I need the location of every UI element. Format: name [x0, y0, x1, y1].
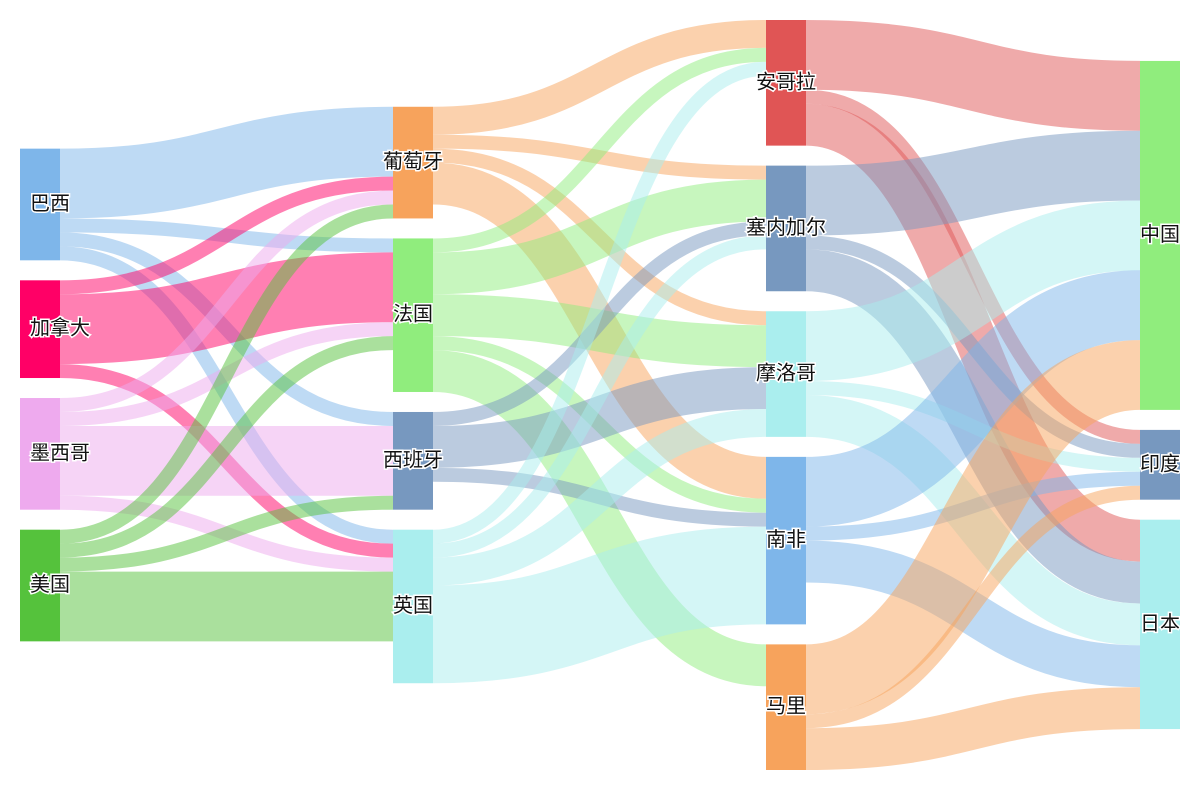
link-uk-safrica [432, 526, 767, 684]
link-uk-morocco [432, 408, 767, 586]
node-spain [393, 411, 433, 510]
link-mexico-portugal [59, 190, 394, 412]
node-label-mali: 马里 [766, 694, 806, 718]
link-morocco-china [805, 200, 1141, 382]
link-uk-senegal [432, 235, 767, 558]
link-france-mali [432, 350, 767, 687]
link-spain-morocco [432, 367, 767, 468]
node-mali [766, 644, 806, 770]
node-canada [20, 280, 60, 379]
link-safrica-china [804, 270, 1142, 527]
node-label-brazil: 巴西 [30, 191, 70, 215]
link-brazil-portugal [59, 106, 394, 219]
node-label-japan: 日本 [1140, 611, 1180, 635]
link-senegal-china [805, 130, 1141, 236]
node-china [1140, 60, 1180, 410]
link-angola-japan [804, 103, 1142, 562]
link-mali-india [805, 485, 1141, 729]
link-portugal-angola [432, 19, 767, 135]
node-label-china: 中国 [1140, 222, 1180, 246]
node-france [393, 238, 433, 392]
node-label-uk: 英国 [393, 593, 433, 617]
link-mali-japan [805, 687, 1141, 771]
links-layer [59, 19, 1143, 771]
node-label-morocco: 摩洛哥 [756, 361, 816, 385]
node-india [1140, 429, 1180, 500]
node-label-france: 法国 [393, 302, 433, 326]
node-label-canada: 加拿大 [30, 316, 90, 340]
link-brazil-uk [59, 246, 394, 544]
node-angola [766, 20, 806, 146]
node-japan [1140, 519, 1180, 730]
node-label-portugal: 葡萄牙 [383, 149, 443, 173]
node-brazil [20, 148, 60, 261]
node-portugal [393, 106, 433, 219]
link-canada-portugal [59, 176, 394, 295]
link-uk-angola [432, 61, 767, 544]
node-label-spain: 西班牙 [383, 447, 443, 471]
node-label-safrica: 南非 [766, 527, 806, 551]
node-label-india: 印度 [1140, 451, 1180, 475]
node-senegal [766, 165, 806, 292]
node-label-usa: 美国 [30, 572, 70, 596]
node-uk [393, 529, 433, 684]
link-france-senegal [432, 179, 767, 295]
node-label-angola: 安哥拉 [756, 69, 816, 93]
node-label-mexico: 墨西哥 [30, 440, 90, 464]
link-usa-france [59, 336, 394, 558]
node-usa [20, 529, 60, 642]
node-mexico [20, 398, 60, 510]
link-usa-spain [59, 495, 394, 572]
node-safrica [766, 456, 806, 625]
link-spain-senegal [432, 221, 767, 426]
link-mali-china [803, 340, 1143, 715]
node-label-senegal: 塞内加尔 [746, 215, 826, 239]
link-usa-portugal [59, 204, 394, 544]
link-angola-china [805, 19, 1141, 131]
link-france-angola [432, 47, 767, 253]
nodes-layer [20, 20, 1180, 770]
link-senegal-india [805, 235, 1141, 458]
node-morocco [766, 311, 806, 437]
